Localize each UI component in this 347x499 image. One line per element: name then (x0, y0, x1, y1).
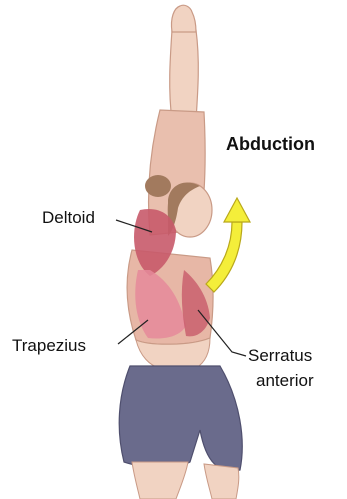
deltoid-label: Deltoid (42, 208, 95, 228)
hair-bun (145, 175, 171, 197)
right-leg (204, 464, 239, 499)
trapezius-label: Trapezius (12, 336, 86, 356)
left-leg (132, 462, 188, 499)
forearm (170, 30, 199, 120)
shorts (119, 366, 242, 471)
abduction-arrow (206, 198, 250, 292)
diagram-title: Abduction (226, 134, 315, 154)
arrow-head (224, 198, 250, 222)
arrow-shaft (206, 222, 242, 292)
lower-body (119, 366, 242, 499)
serratus-anterior-label-line2: anterior (256, 371, 314, 391)
serratus-anterior-label-line1: Serratus (248, 346, 312, 366)
hand (171, 5, 196, 32)
